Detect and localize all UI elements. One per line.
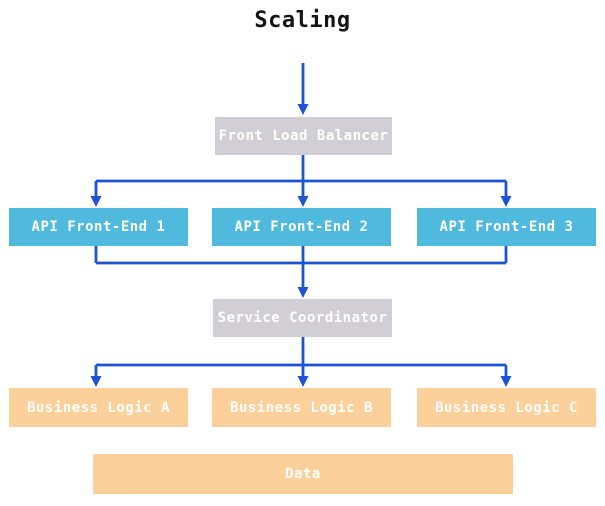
arrowhead-icon bbox=[90, 196, 102, 207]
node-api-front-end-3: API Front-End 3 bbox=[417, 208, 596, 246]
node-api-front-end-1: API Front-End 1 bbox=[9, 208, 188, 246]
node-business-logic-c: Business Logic C bbox=[417, 388, 596, 427]
arrowhead-icon bbox=[297, 376, 309, 387]
node-front-load-balancer: Front Load Balancer bbox=[215, 117, 392, 155]
node-business-logic-a: Business Logic A bbox=[9, 388, 188, 427]
arrowhead-icon bbox=[500, 196, 512, 207]
arrowhead-icon bbox=[500, 376, 512, 387]
arrowhead-icon bbox=[297, 104, 309, 115]
node-data: Data bbox=[93, 454, 513, 494]
node-api-front-end-2: API Front-End 2 bbox=[212, 208, 391, 246]
arrowhead-icon bbox=[90, 376, 102, 387]
node-business-logic-b: Business Logic B bbox=[212, 388, 391, 427]
arrowhead-icon bbox=[297, 287, 309, 298]
arrowhead-icon bbox=[297, 196, 309, 207]
node-service-coordinator: Service Coordinator bbox=[213, 299, 392, 337]
diagram-title: Scaling bbox=[254, 8, 351, 33]
